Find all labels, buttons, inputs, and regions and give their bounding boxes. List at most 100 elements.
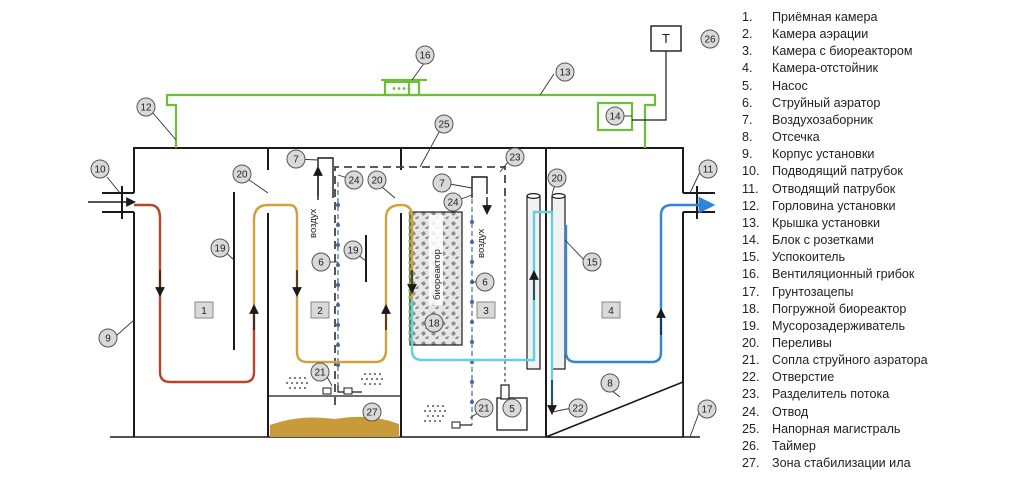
- callout-18: 18: [424, 313, 444, 333]
- callout-24-right: 24: [443, 192, 463, 212]
- chamber-badges: 1 2 3 4: [194, 301, 621, 319]
- flow-line-chamber-1: [134, 203, 256, 384]
- timer-cable: [632, 51, 667, 121]
- legend-item: 19.Мусорозадерживатель: [742, 318, 906, 333]
- svg-text:21: 21: [478, 404, 490, 415]
- svg-text:8: 8: [607, 379, 613, 390]
- svg-text:24: 24: [447, 198, 459, 209]
- legend-item: 12.Горловина установки: [742, 198, 896, 213]
- legend-item: 3.Камера с биореактором: [742, 44, 913, 59]
- callout-14: 14: [605, 106, 625, 126]
- callout-12: 12: [136, 97, 156, 117]
- callout-22: 22: [568, 398, 588, 418]
- bioreactor-label: биореактор: [432, 249, 443, 300]
- pressure-main: [334, 166, 506, 405]
- air-label-3: воздух: [476, 228, 487, 258]
- sludge-zone: [270, 416, 399, 437]
- svg-text:19: 19: [214, 244, 226, 255]
- callout-19-right: 19: [343, 240, 363, 260]
- svg-text:20: 20: [236, 170, 248, 181]
- svg-text:21: 21: [314, 368, 326, 379]
- legend-item: 22.Отверстие: [742, 370, 835, 385]
- svg-text:16: 16: [419, 51, 431, 62]
- callout-20-right: 20: [547, 168, 567, 188]
- legend-item: 17.Грунтозацепы: [742, 284, 854, 299]
- svg-text:25: 25: [438, 120, 450, 131]
- callout-23: 23: [505, 147, 525, 167]
- legend-item: 16.Вентиляционный грибок: [742, 267, 915, 282]
- legend-item: 8.Отсечка: [742, 130, 820, 145]
- air-intake-3: [471, 176, 488, 198]
- legend-item: 6.Струйный аэратор: [742, 95, 881, 110]
- legend-item: 5.Насос: [742, 78, 808, 93]
- svg-text:20: 20: [551, 174, 563, 185]
- flow-line-chamber-4: [564, 196, 716, 364]
- svg-text:6: 6: [318, 258, 324, 269]
- svg-text:7: 7: [293, 155, 299, 166]
- legend-item: 23.Разделитель потока: [742, 387, 890, 402]
- callout-16: 16: [415, 45, 435, 65]
- timer-label: T: [662, 31, 670, 46]
- callout-26: 26: [700, 29, 720, 49]
- callout-11: 11: [698, 159, 718, 179]
- svg-text:23: 23: [509, 153, 521, 164]
- legend-item: 25.Напорная магистраль: [742, 421, 901, 436]
- svg-text:10: 10: [94, 165, 106, 176]
- svg-text:7: 7: [439, 179, 445, 190]
- outlet-pipe: [683, 186, 715, 219]
- legend-item: 13.Крышка установки: [742, 215, 881, 230]
- legend-item: 4.Камера-отстойник: [742, 61, 879, 76]
- svg-text:20: 20: [371, 176, 383, 187]
- flow-arrows: [155, 270, 666, 415]
- legend-item: 9.Корпус установки: [742, 147, 875, 162]
- legend-item: 18.Погружной биореактор: [742, 301, 907, 316]
- callout-24-left: 24: [344, 170, 364, 190]
- callout-10: 10: [90, 159, 110, 179]
- callout-17: 17: [697, 399, 717, 419]
- svg-text:22: 22: [572, 404, 584, 415]
- chamber-3-label: 3: [483, 306, 489, 317]
- legend-item: 21.Сопла струйного аэратора: [742, 353, 928, 368]
- settling-cut-off: [545, 380, 684, 438]
- chamber-4-label: 4: [608, 306, 614, 317]
- pump-head: [500, 384, 510, 400]
- pump-badge: [502, 398, 522, 418]
- legend-item: 11.Отводящий патрубок: [742, 181, 896, 196]
- svg-text:14: 14: [609, 112, 621, 123]
- svg-text:15: 15: [586, 258, 598, 269]
- callout-13: 13: [555, 62, 575, 82]
- tank-body: [133, 147, 684, 437]
- callout-21-right: 21: [474, 398, 494, 418]
- svg-text:11: 11: [703, 165, 714, 176]
- legend-item: 7.Воздухозаборник: [742, 112, 873, 127]
- treatment-plant-diagram: T воздух воздух: [88, 25, 720, 438]
- callout-7-left: 7: [286, 149, 306, 169]
- callout-21-left: 21: [310, 362, 330, 382]
- legend-item: 15.Успокоитель: [742, 250, 846, 265]
- pump-number: 5: [509, 404, 515, 415]
- flow-line-chamber-2: [252, 203, 414, 364]
- callout-6-right: 6: [475, 272, 495, 292]
- svg-text:12: 12: [140, 103, 152, 114]
- svg-text:27: 27: [366, 408, 378, 419]
- svg-text:17: 17: [701, 405, 713, 416]
- svg-text:24: 24: [348, 176, 360, 187]
- callout-15: 15: [582, 252, 602, 272]
- callout-20-mid: 20: [367, 170, 387, 190]
- callout-20-left: 20: [232, 164, 252, 184]
- svg-text:6: 6: [482, 278, 488, 289]
- callout-25: 25: [434, 114, 454, 134]
- svg-text:9: 9: [105, 334, 111, 345]
- jet-aerator-2: [322, 182, 362, 395]
- callout-9: 9: [98, 328, 118, 348]
- lid-assembly: [165, 78, 657, 148]
- svg-text:26: 26: [704, 35, 716, 46]
- legend-item: 1.Приёмная камера: [742, 10, 878, 24]
- svg-text:13: 13: [559, 68, 571, 79]
- aeration-bubbles: [286, 373, 446, 422]
- svg-text:19: 19: [347, 246, 359, 257]
- legend-item: 10.Подводящий патрубок: [742, 164, 903, 179]
- callout-19-left: 19: [210, 238, 230, 258]
- legend-item: 27.Зона стабилизации ила: [742, 456, 911, 471]
- legend-item: 14.Блок с розетками: [742, 233, 874, 248]
